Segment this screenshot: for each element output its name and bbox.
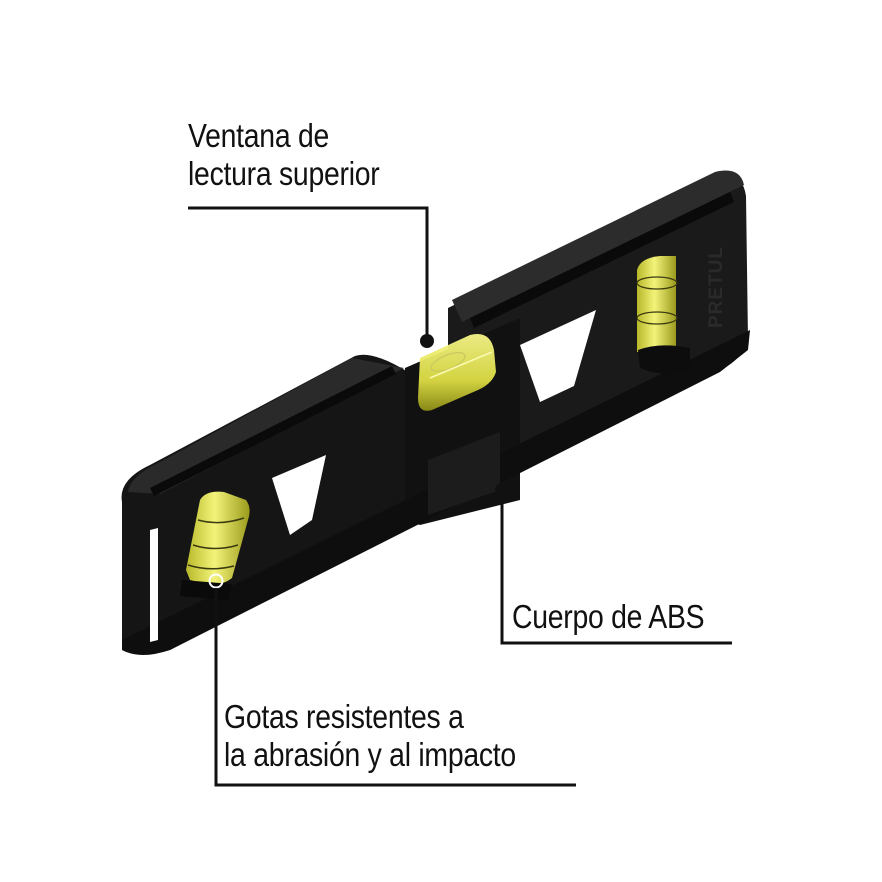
leader-vials xyxy=(208,573,576,787)
callout-top-window-line2: lectura superior xyxy=(188,155,380,192)
level-left-section xyxy=(121,354,421,654)
left-window-cutout xyxy=(272,455,326,535)
callout-vials-line2: la abrasión y al impacto xyxy=(224,736,516,773)
torpedo-level: PRETUL xyxy=(121,170,750,655)
callout-vials-label: Gotas resistentes a la abrasión y al imp… xyxy=(224,698,516,774)
level-right-top-rail xyxy=(448,175,748,471)
callout-top-window-label: Ventana de lectura superior xyxy=(188,117,380,193)
callout-vials-line1: Gotas resistentes a xyxy=(224,698,464,735)
brand-emboss: PRETUL xyxy=(706,246,727,328)
leader-top-window xyxy=(188,206,434,348)
callout-body-label: Cuerpo de ABS xyxy=(512,598,705,636)
leader-body xyxy=(495,483,732,645)
right-vial xyxy=(636,256,690,374)
callout-top-window-line1: Ventana de xyxy=(188,117,330,154)
right-window-cutout xyxy=(520,310,596,402)
callout-body-line1: Cuerpo de ABS xyxy=(512,598,705,635)
top-vial xyxy=(418,334,496,411)
left-vial xyxy=(180,491,250,600)
